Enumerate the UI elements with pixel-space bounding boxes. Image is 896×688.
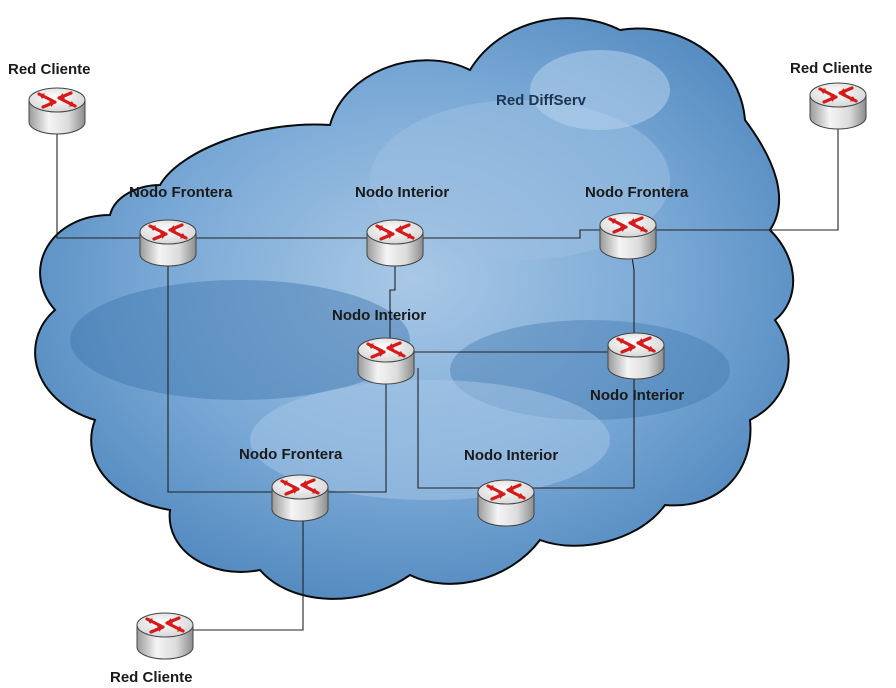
router-icon-frontera_r [599, 212, 657, 260]
link-interior_mid-interior_bot [417, 368, 506, 489]
link-frontera_l-frontera_b [167, 238, 300, 493]
label-interior-top: Nodo Interior [355, 184, 449, 201]
link-interior_mid-frontera_b [300, 355, 387, 493]
routers [28, 82, 867, 660]
router-icon-cliente_tr [809, 82, 867, 130]
cloud-shade-4 [250, 380, 610, 500]
router-icon-cliente_tl [28, 87, 86, 135]
label-frontera-l: Nodo Frontera [129, 184, 233, 201]
cloud-shade-1 [370, 100, 670, 260]
link-frontera_b-cliente_bl [165, 492, 304, 631]
router-icon-interior_top [366, 219, 424, 267]
router-icon-frontera_l [139, 219, 197, 267]
router-icon-interior_mid [357, 337, 415, 385]
cloud-shade-5 [530, 50, 670, 130]
label-interior-bot: Nodo Interior [464, 447, 558, 464]
router-icon-cliente_bl [136, 612, 194, 660]
label-interior-right: Nodo Interior [590, 387, 684, 404]
link-cliente_tl-frontera_l [56, 132, 168, 239]
label-cliente-bl: Red Cliente [110, 669, 193, 686]
label-cliente-tl: Red Cliente [8, 61, 91, 78]
label-frontera-b: Nodo Frontera [239, 446, 343, 463]
router-icon-frontera_b [271, 474, 329, 522]
label-cliente-tr: Red Cliente [790, 60, 873, 77]
router-icon-interior_right [607, 332, 665, 380]
diffserv-cloud: Red DiffServ [34, 17, 795, 600]
cloud-label: Red DiffServ [496, 92, 587, 109]
labels: Red Cliente Red Cliente Red Cliente Nodo… [8, 60, 873, 686]
label-interior-mid: Nodo Interior [332, 307, 426, 324]
router-icon-interior_bot [477, 479, 535, 527]
link-frontera_r-cliente_tr [628, 120, 839, 231]
label-frontera-r: Nodo Frontera [585, 184, 689, 201]
cloud-shade-2 [70, 280, 410, 400]
